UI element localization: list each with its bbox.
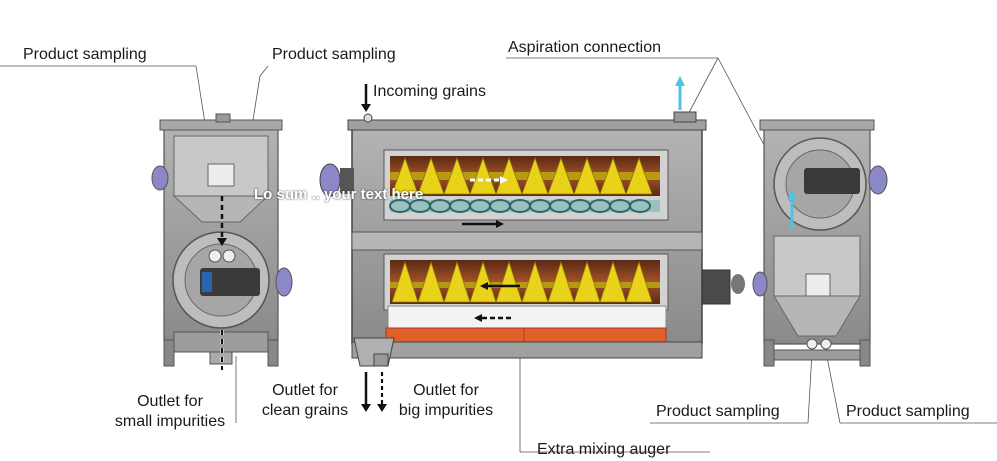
label-outlet-clean-grains: Outlet for clean grains xyxy=(250,381,360,421)
auger-flight xyxy=(573,156,601,195)
extra-mixing-auger xyxy=(389,199,660,213)
overlay-placeholder-text: Lo sum .. your text here xyxy=(254,186,424,203)
auger-flight xyxy=(391,260,419,303)
label-outlet-big-line2: big impurities xyxy=(398,402,494,419)
label-product-sampling-top-left-b: Product sampling xyxy=(272,46,396,63)
label-product-sampling-bottom-right-b: Product sampling xyxy=(846,403,970,420)
upper-auger xyxy=(390,172,660,180)
auger-flight xyxy=(495,156,523,195)
auger-flight xyxy=(625,156,653,195)
auger-flight xyxy=(547,156,575,195)
label-extra-mixing-auger: Extra mixing auger xyxy=(537,441,671,458)
auger-flight xyxy=(391,156,419,195)
auger-flight xyxy=(417,260,445,303)
auger-flight xyxy=(417,156,445,195)
label-product-sampling-bottom-right-a: Product sampling xyxy=(656,403,780,420)
auger-flight xyxy=(599,260,627,303)
label-outlet-big-impurities: Outlet for big impurities xyxy=(384,381,508,421)
auger-flight xyxy=(469,260,497,303)
mixing-auger-coil xyxy=(629,199,651,213)
auger-flight xyxy=(521,156,549,195)
label-outlet-big-line1: Outlet for xyxy=(413,382,479,399)
auger-flight xyxy=(573,260,601,303)
auger-flight xyxy=(469,156,497,195)
auger-flight xyxy=(521,260,549,303)
right-side-view xyxy=(752,119,888,367)
label-outlet-small-impurities: Outlet for small impurities xyxy=(100,392,240,432)
label-outlet-small-line1: Outlet for xyxy=(137,393,203,410)
auger-flight xyxy=(599,156,627,195)
label-outlet-clean-line1: Outlet for xyxy=(272,382,338,399)
auger-flight xyxy=(443,260,471,303)
label-product-sampling-top-left-a: Product sampling xyxy=(23,46,147,63)
left-side-view xyxy=(151,113,293,370)
label-incoming-grains: Incoming grains xyxy=(373,83,486,100)
front-view xyxy=(319,76,745,412)
label-outlet-small-line2: small impurities xyxy=(114,413,226,430)
auger-flight xyxy=(547,260,575,303)
label-outlet-clean-line2: clean grains xyxy=(261,402,349,419)
auger-flight xyxy=(625,260,653,303)
auger-flight xyxy=(495,260,523,303)
label-aspiration-connection: Aspiration connection xyxy=(508,39,661,56)
auger-flight xyxy=(443,156,471,195)
